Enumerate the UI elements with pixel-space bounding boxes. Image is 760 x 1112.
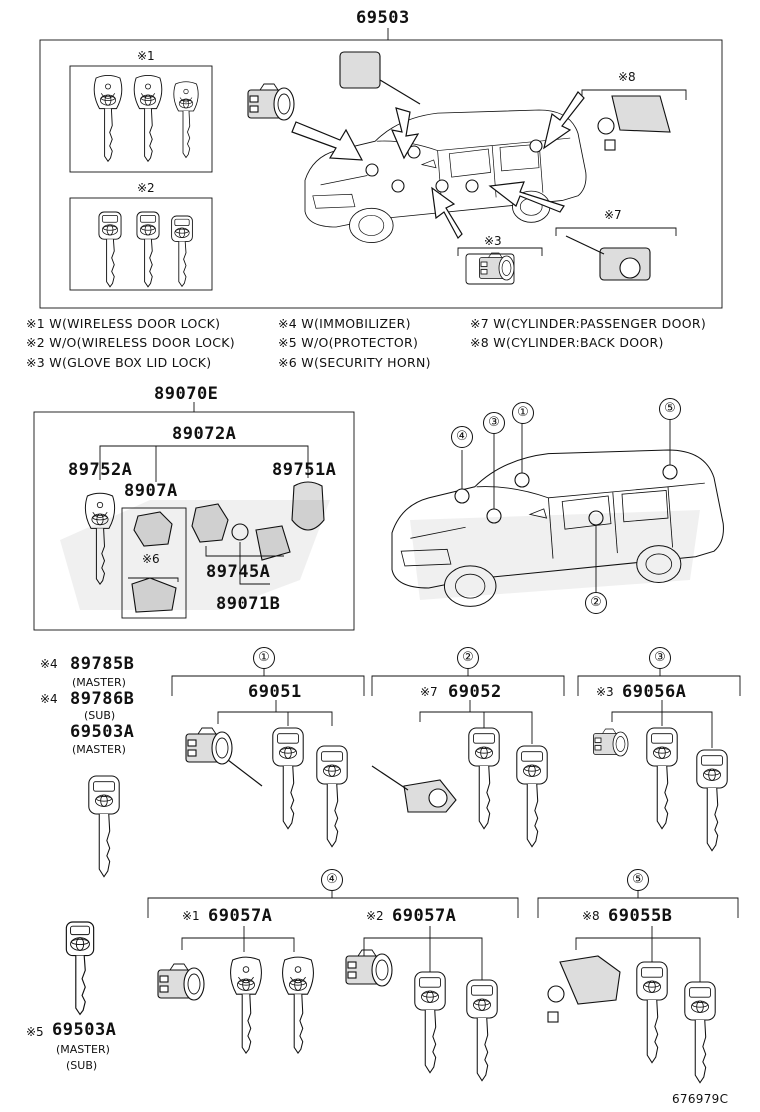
mark-1b: ※1: [182, 909, 200, 923]
part-8907A: 8907A: [124, 481, 178, 501]
mark-7: ※7: [604, 208, 622, 222]
note-master-1: (MASTER): [72, 676, 126, 689]
mark-2: ※2: [137, 181, 155, 195]
figure-id: 676979C: [672, 1092, 729, 1106]
part-69051: 69051: [248, 682, 302, 702]
note-2: ※2 W/O(WIRELESS DOOR LOCK): [26, 335, 235, 350]
note-master-3: (MASTER): [56, 1043, 110, 1056]
note-3: ※3 W(GLOVE BOX LID LOCK): [26, 355, 212, 370]
part-69503A-sub: 69503A: [52, 1020, 117, 1040]
note-6: ※6 W(SECURITY HORN): [278, 355, 431, 370]
part-69057A-plain: 69057A: [392, 906, 457, 926]
note-sub-2: (SUB): [66, 1059, 98, 1072]
group-3-circle: ③: [649, 647, 671, 669]
mark-5: ※5: [26, 1025, 44, 1039]
note-5: ※5 W/O(PROTECTOR): [278, 335, 419, 350]
mark-7b: ※7: [420, 685, 438, 699]
car-callout-3: ③: [483, 412, 505, 434]
mark-3b: ※3: [596, 685, 614, 699]
note-master-2: (MASTER): [72, 743, 126, 756]
car-callout-5: ⑤: [659, 398, 681, 420]
note-4: ※4 W(IMMOBILIZER): [278, 316, 411, 331]
group-4-circle: ④: [321, 869, 343, 891]
part-89071B: 89071B: [216, 594, 281, 614]
group-1-circle: ①: [253, 647, 275, 669]
mark-8b: ※8: [582, 909, 600, 923]
note-8: ※8 W(CYLINDER:BACK DOOR): [470, 335, 664, 350]
mark-8: ※8: [618, 70, 636, 84]
note-7: ※7 W(CYLINDER:PASSENGER DOOR): [470, 316, 707, 331]
mark-6: ※6: [142, 552, 160, 566]
part-89751A: 89751A: [272, 460, 337, 480]
part-69056A: 69056A: [622, 682, 687, 702]
part-69503A-master: 69503A: [70, 722, 135, 742]
part-69057A-wireless: 69057A: [208, 906, 273, 926]
car-callout-4: ④: [451, 426, 473, 448]
mark-4a: ※4: [40, 657, 58, 671]
part-89072A: 89072A: [172, 424, 237, 444]
part-89070E: 89070E: [154, 384, 219, 404]
mark-4b: ※4: [40, 692, 58, 706]
assembly-number: 69503: [356, 8, 410, 28]
part-89786B: 89786B: [70, 689, 135, 709]
note-sub-1: (SUB): [84, 709, 116, 722]
car-callout-1: ①: [512, 402, 534, 424]
part-69052: 69052: [448, 682, 502, 702]
group-2-circle: ②: [457, 647, 479, 669]
mark-3: ※3: [484, 234, 502, 248]
car-callout-2: ②: [585, 592, 607, 614]
part-69055B: 69055B: [608, 906, 673, 926]
mark-2b: ※2: [366, 909, 384, 923]
part-89745A: 89745A: [206, 562, 271, 582]
part-89752A: 89752A: [68, 460, 133, 480]
part-89785B: 89785B: [70, 654, 135, 674]
note-1: ※1 W(WIRELESS DOOR LOCK): [26, 316, 221, 331]
group-5-circle: ⑤: [627, 869, 649, 891]
mark-1: ※1: [137, 49, 155, 63]
